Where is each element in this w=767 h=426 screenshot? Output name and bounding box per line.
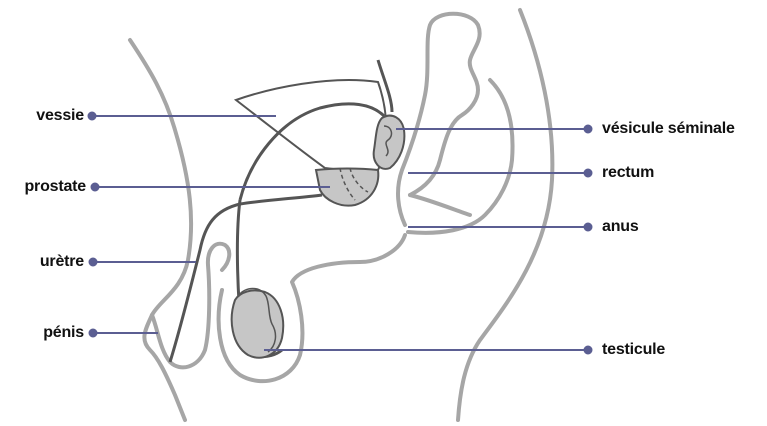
body-front-outline <box>130 40 191 420</box>
vesicule-dot <box>585 126 592 133</box>
label-vessie: vessie <box>4 107 84 125</box>
label-testicule: testicule <box>602 341 665 359</box>
seminal-vesicle-shape <box>374 116 405 169</box>
label-anus: anus <box>602 218 639 236</box>
penis-dot <box>90 330 97 337</box>
rectum-inner-outline <box>410 195 470 215</box>
uretre-dot <box>90 259 97 266</box>
testicule-dot <box>585 347 592 354</box>
anus-dot <box>585 224 592 231</box>
label-uretre: urètre <box>4 253 84 271</box>
prostate-dot <box>92 184 99 191</box>
vessie-dot <box>89 113 96 120</box>
label-penis: pénis <box>4 324 84 342</box>
rectum-dot <box>585 170 592 177</box>
label-rectum: rectum <box>602 164 654 182</box>
testicle-shape <box>232 290 284 357</box>
label-vesicule-seminale: vésicule séminale <box>602 120 735 138</box>
label-prostate: prostate <box>4 178 86 196</box>
